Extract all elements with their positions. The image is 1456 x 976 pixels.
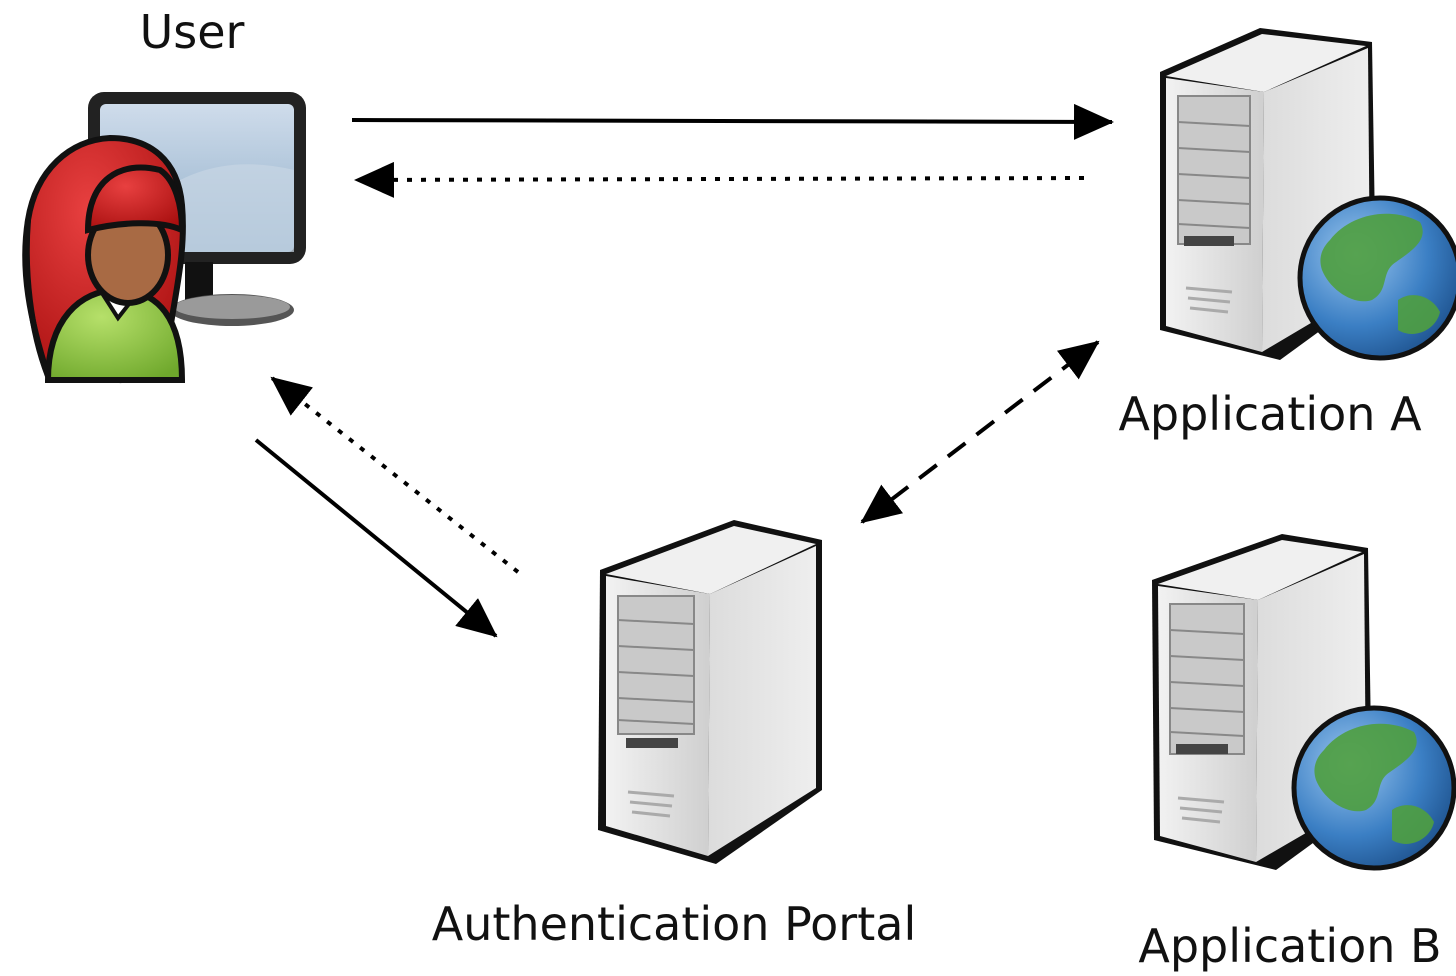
app-a-globe-icon bbox=[1297, 195, 1456, 361]
app-a-label: Application A bbox=[1118, 387, 1422, 441]
connector-auth-app-a bbox=[860, 340, 1100, 524]
connector-user-to-app-a bbox=[351, 103, 1114, 140]
connectors bbox=[254, 103, 1114, 638]
app-b-globe-icon bbox=[1291, 705, 1456, 871]
auth-portal-server-icon bbox=[598, 520, 822, 864]
user-label: User bbox=[140, 5, 245, 59]
connector-app-a-to-user bbox=[354, 161, 1085, 198]
connector-auth-to-user bbox=[270, 376, 520, 574]
app-b-label: Application B bbox=[1138, 919, 1441, 973]
connector-user-to-auth bbox=[254, 438, 498, 638]
user-at-computer-icon bbox=[22, 92, 306, 384]
auth-portal-label: Authentication Portal bbox=[432, 897, 916, 951]
person-icon bbox=[22, 134, 186, 384]
